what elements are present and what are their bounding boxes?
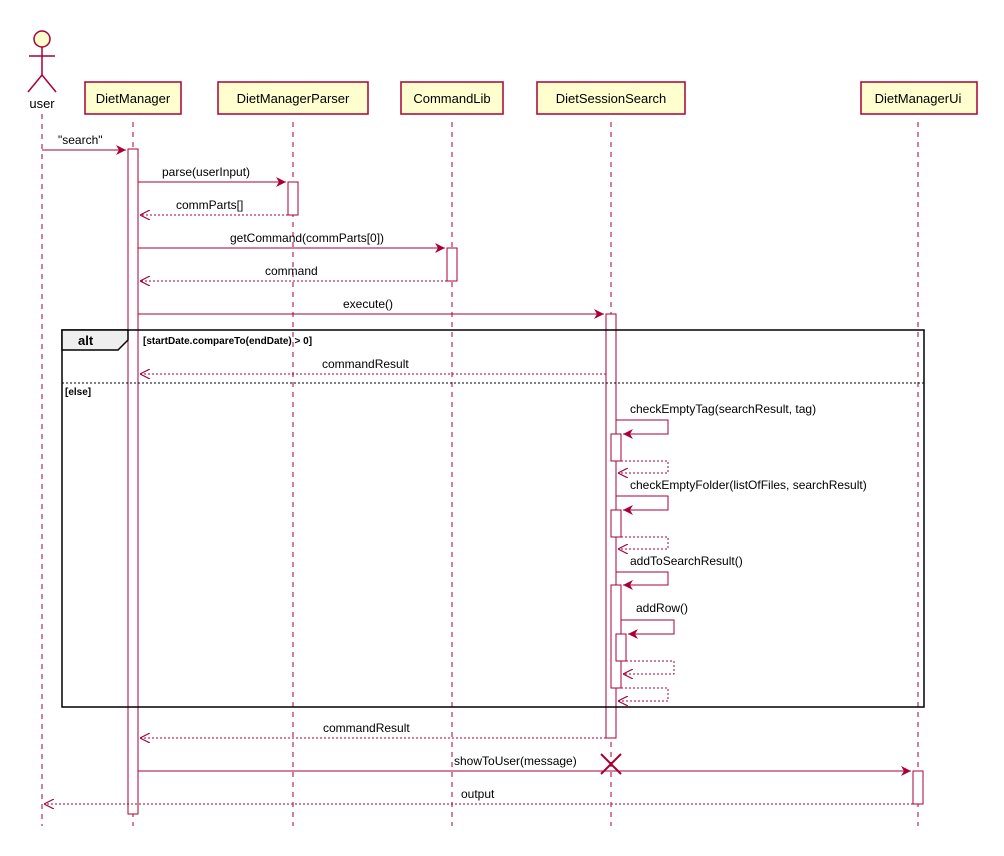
message-label: addToSearchResult()	[630, 554, 743, 568]
message-label: checkEmptyTag(searchResult, tag)	[630, 402, 816, 416]
destroy-marker-icon	[600, 753, 622, 775]
activation-dietmanagerui	[912, 770, 924, 805]
activation-checkemptyfolder	[610, 509, 622, 538]
message-execute: execute()	[138, 297, 604, 319]
participant-label: DietSessionSearch	[556, 91, 667, 106]
alt-fragment: alt [startDate.compareTo(endDate) > 0] […	[61, 329, 925, 708]
participant-commandlib: CommandLib	[400, 81, 504, 115]
activation-checkemptytag	[610, 433, 622, 462]
message-commparts-return: commParts[]	[140, 198, 288, 215]
activation-addrow	[615, 633, 627, 662]
message-commandresult-final: commandResult	[140, 721, 606, 738]
message-label: showToUser(message)	[454, 754, 577, 768]
activation-commandlib	[446, 247, 458, 282]
participant-label: CommandLib	[413, 91, 490, 106]
message-commandresult-if: commandResult	[140, 357, 606, 374]
participant-dietsessionsearch: DietSessionSearch	[536, 81, 686, 115]
message-showtouser: showToUser(message)	[138, 754, 911, 776]
message-label: addRow()	[636, 601, 688, 615]
message-search: "search"	[42, 133, 126, 155]
user-actor: user	[27, 30, 57, 111]
message-output-return: output	[44, 787, 913, 804]
message-label: command	[265, 264, 318, 278]
message-label: commParts[]	[176, 198, 243, 212]
message-label: "search"	[58, 133, 103, 147]
participant-label: DietManagerUi	[875, 91, 962, 106]
activation-dietmanagerparser	[287, 181, 299, 216]
message-label: checkEmptyFolder(listOfFiles, searchResu…	[630, 478, 867, 492]
participant-label: DietManager	[96, 91, 171, 106]
guard-if: [startDate.compareTo(endDate) > 0]	[143, 336, 312, 347]
message-label: commandResult	[323, 721, 410, 735]
message-command-return: command	[140, 264, 447, 281]
message-label: parse(userInput)	[162, 165, 250, 179]
message-addtosearchresult: addToSearchResult()	[616, 554, 743, 701]
message-label: output	[461, 787, 495, 801]
fragment-operator: alt	[78, 333, 94, 348]
message-label: execute()	[343, 297, 393, 311]
participant-dietmanager: DietManager	[84, 81, 182, 115]
activation-dietmanager	[127, 148, 139, 815]
stick-figure-icon	[27, 30, 57, 93]
message-parse: parse(userInput)	[138, 165, 286, 187]
message-label: commandResult	[322, 357, 409, 371]
participant-dietmanagerui: DietManagerUi	[860, 81, 978, 115]
message-checkemptytag: checkEmptyTag(searchResult, tag)	[616, 402, 816, 473]
message-addrow: addRow()	[621, 601, 688, 674]
guard-else: [else]	[65, 387, 91, 398]
message-label: getCommand(commParts[0])	[230, 231, 384, 245]
actor-label: user	[29, 96, 55, 111]
participant-dietmanagerparser: DietManagerParser	[217, 81, 369, 115]
participant-label: DietManagerParser	[237, 91, 350, 106]
message-getcommand: getCommand(commParts[0])	[138, 231, 445, 253]
message-checkemptyfolder: checkEmptyFolder(listOfFiles, searchResu…	[616, 478, 867, 549]
